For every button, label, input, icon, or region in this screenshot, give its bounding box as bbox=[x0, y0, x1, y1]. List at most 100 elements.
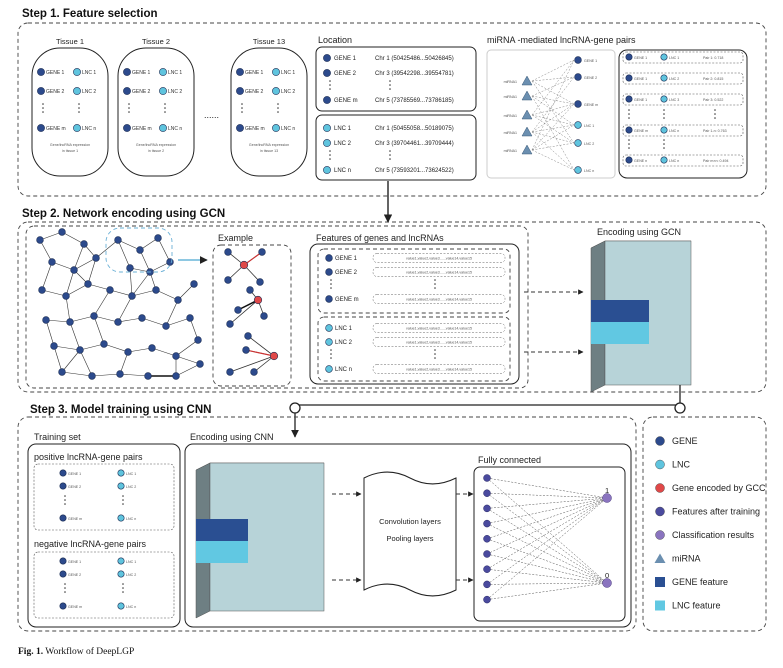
pair-row-gene: GENE 1 bbox=[634, 98, 647, 102]
network-edge bbox=[119, 373, 149, 377]
lnc-node bbox=[73, 87, 81, 95]
legend-label: Classification results bbox=[672, 530, 755, 540]
gene-node bbox=[114, 236, 122, 244]
gene-node bbox=[92, 254, 100, 262]
legend-circle-icon bbox=[655, 483, 665, 493]
fc-edge bbox=[486, 497, 608, 555]
network-edge bbox=[39, 231, 63, 241]
positive-title: positive lncRNA-gene pairs bbox=[34, 452, 143, 462]
feature-gene-name: GENE 2 bbox=[335, 270, 358, 276]
mirna-edge bbox=[531, 131, 575, 144]
training-set-box bbox=[27, 443, 181, 628]
features-title: Features of genes and lncRNAs bbox=[316, 233, 444, 243]
mirna-edge bbox=[531, 103, 575, 133]
feature-vector-box bbox=[372, 294, 506, 304]
pair-row-gene: GENE n bbox=[634, 159, 647, 163]
network-edge bbox=[61, 231, 85, 245]
vertical-ellipsis bbox=[434, 349, 436, 351]
vertical-ellipsis bbox=[164, 111, 166, 113]
tissue-gene-label: GENE m bbox=[46, 126, 66, 132]
vertical-ellipsis bbox=[714, 109, 716, 111]
lnc-node bbox=[325, 365, 333, 373]
network-edge bbox=[117, 317, 143, 323]
gcn-encoding-title: Encoding using GCN bbox=[597, 227, 681, 237]
network-edge bbox=[51, 261, 75, 271]
vertical-ellipsis bbox=[241, 107, 243, 109]
tissue-lnc-label: LNC n bbox=[281, 126, 295, 132]
feature-lnc-name: LNC 1 bbox=[335, 326, 353, 332]
training-gene-label: GENE m bbox=[68, 605, 82, 609]
network-edge bbox=[93, 315, 119, 323]
vertical-ellipsis bbox=[330, 283, 332, 285]
mirna-edge bbox=[531, 114, 575, 144]
tissue-caption-line: Gene/lncRNA expression bbox=[249, 143, 289, 147]
lnc-node bbox=[323, 124, 331, 132]
gene-node bbox=[37, 124, 45, 132]
pair-row-score: Pair m×n: 0.494 bbox=[703, 159, 728, 163]
gene-node bbox=[116, 370, 124, 378]
lnc-node bbox=[117, 514, 125, 522]
gene-feature-band bbox=[196, 519, 248, 541]
gene-node bbox=[136, 246, 144, 254]
vertical-ellipsis bbox=[389, 150, 391, 152]
gene-node bbox=[114, 318, 122, 326]
gene-node bbox=[37, 87, 45, 95]
gene-node bbox=[59, 469, 67, 477]
gene-node bbox=[162, 322, 170, 330]
training-gene-label: GENE m bbox=[68, 517, 82, 521]
tissue-lnc-label: LNC n bbox=[82, 126, 96, 132]
mirna-edge bbox=[531, 149, 575, 171]
cnn-box bbox=[184, 443, 632, 628]
lnc-node bbox=[323, 166, 331, 174]
vertical-ellipsis bbox=[434, 279, 436, 281]
network-edge bbox=[189, 317, 199, 341]
network-edge bbox=[151, 347, 177, 357]
lnc-node bbox=[117, 602, 125, 610]
gcc-encoded-node bbox=[253, 295, 263, 305]
vertical-ellipsis bbox=[330, 349, 332, 351]
vertical-ellipsis bbox=[78, 103, 80, 105]
tissue-gene-label: GENE m bbox=[132, 126, 152, 132]
network-edge bbox=[53, 345, 81, 351]
trained-feature-node bbox=[483, 535, 491, 543]
gene-node bbox=[250, 368, 258, 376]
location-gene-box bbox=[315, 46, 477, 112]
pair-row-gene: GENE m bbox=[634, 129, 648, 133]
vertical-ellipsis bbox=[122, 587, 124, 589]
tissue-lnc-label: LNC 1 bbox=[82, 70, 96, 76]
gene-node bbox=[260, 312, 268, 320]
gene-node bbox=[258, 248, 266, 256]
network-edge bbox=[79, 349, 93, 377]
gene-node bbox=[36, 236, 44, 244]
lnc-node bbox=[272, 68, 280, 76]
gene-node bbox=[88, 372, 96, 380]
gene-node bbox=[59, 482, 67, 490]
caption-text: Workflow of DeepLGP bbox=[45, 647, 135, 657]
vertical-ellipsis bbox=[330, 353, 332, 355]
location-gene-name: GENE 2 bbox=[334, 71, 357, 77]
gene-node bbox=[196, 360, 204, 368]
mirna-label: miRNA1 bbox=[504, 114, 517, 118]
location-lnc-box bbox=[315, 114, 477, 181]
pair-row-lnc: LNC 2 bbox=[669, 77, 679, 81]
network-edge bbox=[45, 319, 71, 323]
training-lnc-label: LNC 1 bbox=[126, 472, 136, 476]
gene-node bbox=[190, 280, 198, 288]
vertical-ellipsis bbox=[122, 495, 124, 497]
arrow-gcn-to-cnn bbox=[291, 385, 681, 438]
trained-feature-node bbox=[483, 580, 491, 589]
gene-node bbox=[154, 234, 162, 242]
mirna-lnc-label: LNC 1 bbox=[584, 124, 594, 128]
mirna-lnc-label: LNC n bbox=[584, 169, 594, 173]
vertical-ellipsis bbox=[389, 158, 391, 160]
gene-node bbox=[323, 69, 331, 77]
features-box bbox=[309, 243, 520, 385]
gene-feature-band bbox=[591, 300, 649, 322]
mirna-edge bbox=[531, 131, 575, 171]
gene-node bbox=[574, 100, 582, 108]
location-gene-coords: Chr 5 (73785569...73786185) bbox=[375, 98, 454, 104]
gene-node bbox=[186, 314, 194, 322]
mirna-edge bbox=[531, 95, 575, 105]
tissue-gene-label: GENE 1 bbox=[132, 70, 151, 76]
